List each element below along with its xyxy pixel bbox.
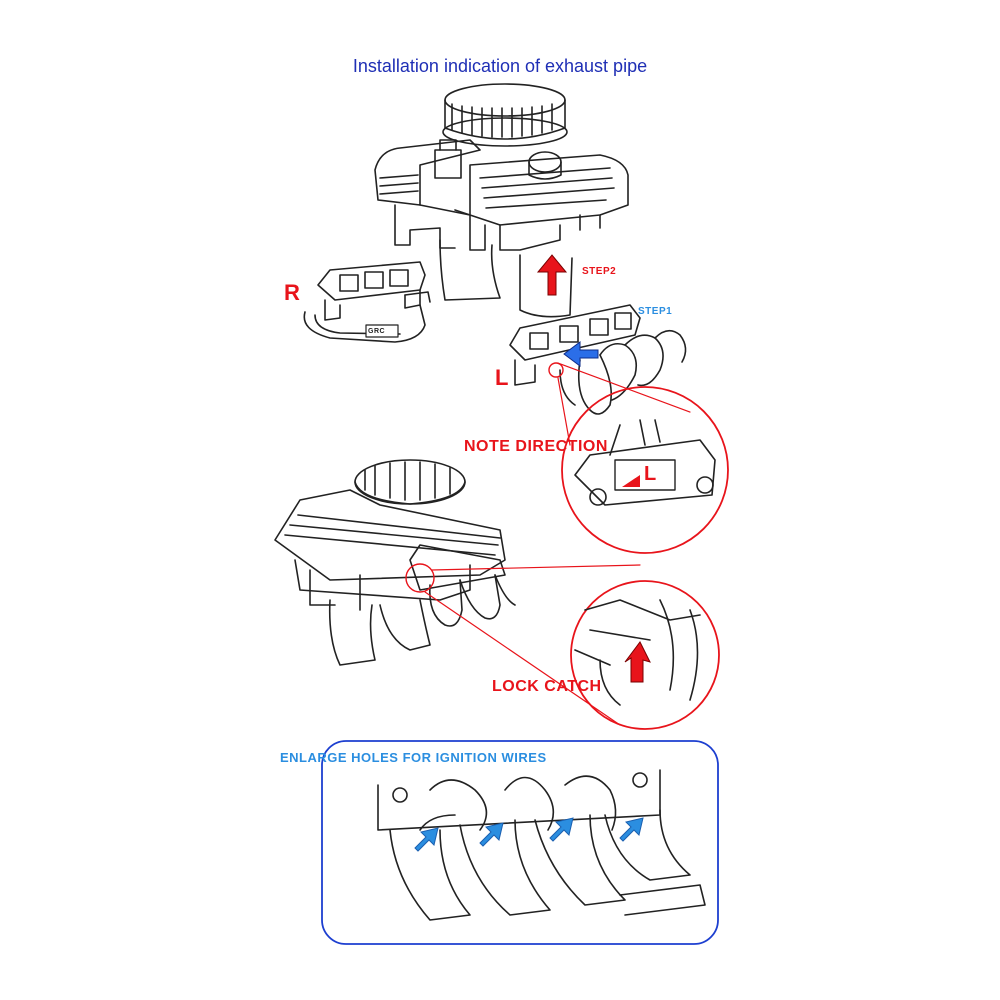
wire-arrow-icons [414, 817, 644, 852]
ignition-wires-panel [321, 740, 719, 945]
middle-engine-block [274, 459, 516, 666]
wire-arrow-icon [549, 817, 574, 842]
wire-arrow-icon [414, 827, 439, 852]
wire-arrow-icon [619, 817, 644, 842]
left-manifold [509, 304, 687, 415]
grc-brand-badge [365, 324, 399, 338]
note-direction-callout [548, 362, 729, 554]
right-side-label: R [284, 280, 301, 305]
wire-arrow-icon [479, 822, 504, 847]
right-manifold [303, 261, 431, 343]
step1-arrow-left-icon [563, 341, 599, 367]
grc-brand-text: GRC [368, 328, 386, 335]
lock-catch-arrow-icon [624, 641, 651, 683]
direction-mark-arrow-icon [622, 475, 640, 487]
left-side-label: L [495, 365, 509, 390]
lock-catch-callout [405, 563, 720, 730]
note-direction-label: NOTE DIRECTION [464, 438, 608, 455]
diagram-title: Installation indication of exhaust pipe [352, 56, 648, 76]
top-engine-block [374, 83, 629, 318]
step2-label: STEP2 [582, 266, 617, 277]
enlarge-holes-label: ENLARGE HOLES FOR IGNITION WIRES [280, 750, 547, 765]
step1-label: STEP1 [638, 306, 673, 317]
bottom-manifold-detail [377, 769, 706, 921]
direction-mark-text: L [644, 463, 657, 485]
lock-catch-label: LOCK CATCH [492, 678, 602, 695]
step2-arrow-up-icon [536, 254, 568, 296]
